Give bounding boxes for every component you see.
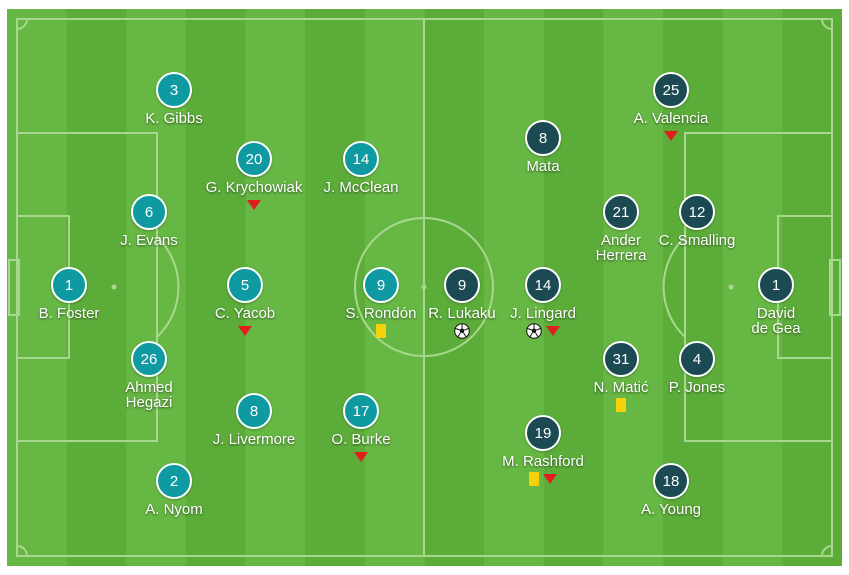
player-name: A. Nyom <box>145 501 203 518</box>
shirt-number-badge: 4 <box>679 341 715 377</box>
home-player-5[interactable]: 20 G. Krychowiak <box>179 141 329 221</box>
player-name: J. McClean <box>323 179 399 196</box>
away-player-3[interactable]: 4 P. Jones <box>622 341 772 421</box>
player-name: J. Livermore <box>212 431 296 448</box>
shirt-number-badge: 21 <box>603 194 639 230</box>
away-player-2[interactable]: 12 C. Smalling <box>622 194 772 274</box>
player-name: David de Gea <box>751 305 801 337</box>
home-player-9[interactable]: 9 S. Rondón <box>306 267 456 347</box>
substitution-arrow-icon <box>543 474 557 484</box>
match-events <box>170 323 320 339</box>
player-name: O. Burke <box>331 431 391 448</box>
substitution-arrow-icon <box>546 326 560 336</box>
home-player-2[interactable]: 6 J. Evans <box>74 194 224 274</box>
home-player-4[interactable]: 2 A. Nyom <box>99 463 249 543</box>
player-name: J. Evans <box>120 232 178 249</box>
shirt-number-badge: 31 <box>603 341 639 377</box>
shirt-number-badge: 14 <box>343 141 379 177</box>
player-name: P. Jones <box>668 379 726 396</box>
shirt-number-badge: 8 <box>236 393 272 429</box>
player-name: A. Valencia <box>633 110 709 127</box>
shirt-number-badge: 19 <box>525 415 561 451</box>
away-player-4[interactable]: 18 A. Young <box>596 463 746 543</box>
match-events <box>596 128 746 144</box>
away-player-6[interactable]: 31 N. Matić <box>546 341 696 421</box>
player-name: Mata <box>526 158 560 175</box>
substitution-arrow-icon <box>247 200 261 210</box>
home-player-10[interactable]: 17 O. Burke <box>286 393 436 473</box>
shirt-number-badge: 9 <box>444 267 480 303</box>
shirt-number-badge: 17 <box>343 393 379 429</box>
shirt-number-badge: 25 <box>653 72 689 108</box>
shirt-number-badge: 8 <box>525 120 561 156</box>
player-name: S. Rondón <box>345 305 417 322</box>
match-events <box>468 471 618 487</box>
goal-ball-icon <box>454 323 470 339</box>
shirt-number-badge: 12 <box>679 194 715 230</box>
shirt-number-badge: 6 <box>131 194 167 230</box>
match-events <box>387 323 537 339</box>
player-name: K. Gibbs <box>145 110 203 127</box>
player-name: Ahmed Hegazi <box>125 379 173 411</box>
match-events <box>286 449 436 465</box>
away-player-9[interactable]: 19 M. Rashford <box>468 415 618 495</box>
away-player-10[interactable]: 9 R. Lukaku <box>387 267 537 347</box>
shirt-number-badge: 5 <box>227 267 263 303</box>
yellow-card-icon <box>376 324 386 338</box>
shirt-number-badge: 20 <box>236 141 272 177</box>
player-name: J. Lingard <box>510 305 576 322</box>
match-events <box>306 323 456 339</box>
shirt-number-badge: 1 <box>51 267 87 303</box>
home-player-8[interactable]: 14 J. McClean <box>286 141 436 221</box>
player-name: R. Lukaku <box>428 305 496 322</box>
shirt-number-badge: 9 <box>363 267 399 303</box>
player-name: M. Rashford <box>502 453 584 470</box>
match-events <box>468 323 618 339</box>
shirt-number-badge: 26 <box>131 341 167 377</box>
shirt-number-badge: 3 <box>156 72 192 108</box>
shirt-number-badge: 18 <box>653 463 689 499</box>
yellow-card-icon <box>529 472 539 486</box>
player-name: B. Foster <box>38 305 100 322</box>
player-name: N. Matić <box>593 379 649 396</box>
substitution-arrow-icon <box>354 452 368 462</box>
home-player-0[interactable]: 1 B. Foster <box>0 267 144 347</box>
home-player-1[interactable]: 3 K. Gibbs <box>99 72 249 152</box>
goal-ball-icon <box>526 323 542 339</box>
away-player-1[interactable]: 25 A. Valencia <box>596 72 746 152</box>
away-player-8[interactable]: 14 J. Lingard <box>468 267 618 347</box>
shirt-number-badge: 2 <box>156 463 192 499</box>
player-name: C. Smalling <box>658 232 736 249</box>
match-events <box>179 197 329 213</box>
shirt-number-badge: 1 <box>758 267 794 303</box>
home-player-6[interactable]: 5 C. Yacob <box>170 267 320 347</box>
player-name: Ander Herrera <box>595 232 647 264</box>
player-name: G. Krychowiak <box>205 179 303 196</box>
match-events <box>546 397 696 413</box>
substitution-arrow-icon <box>664 131 678 141</box>
player-name: A. Young <box>640 501 702 518</box>
player-name: C. Yacob <box>214 305 276 322</box>
shirt-number-badge: 14 <box>525 267 561 303</box>
substitution-arrow-icon <box>238 326 252 336</box>
home-player-7[interactable]: 8 J. Livermore <box>179 393 329 473</box>
yellow-card-icon <box>616 398 626 412</box>
